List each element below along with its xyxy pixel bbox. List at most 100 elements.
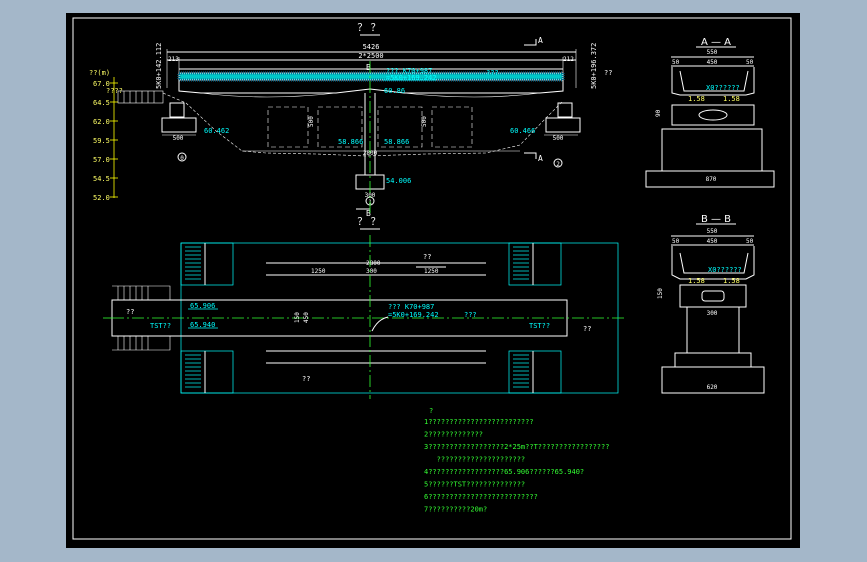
section-bb-slope-label: X0?????? bbox=[708, 266, 742, 274]
note-line: 6?????????????????????????? bbox=[424, 493, 538, 501]
scale-tick-label: 54.5 bbox=[93, 175, 110, 183]
right-pier-elev: 58.866 bbox=[384, 138, 409, 146]
section-aa-left-slope: 1.58 bbox=[688, 95, 705, 103]
section-a-top-marker: A bbox=[538, 36, 543, 45]
section-bb-right-edge: 50 bbox=[746, 238, 754, 245]
elevation-left-station: 5K0+142.112 bbox=[155, 43, 163, 89]
section-aa-base: 870 bbox=[706, 176, 717, 183]
scale-tick-label: 52.0 bbox=[93, 194, 110, 202]
section-bb: B — B 550 450 50 50 X0?????? 1.58 1.58 1… bbox=[657, 214, 765, 394]
general-notes: ? 1????????????????????????? 2???????????… bbox=[424, 407, 609, 514]
plan-elev-left-top: 65.906 bbox=[190, 302, 215, 310]
elevation-right-end: 212 bbox=[563, 56, 574, 63]
scale-tick-label: 62.0 bbox=[93, 118, 110, 126]
elevation-scale-label: ??(m) bbox=[89, 69, 110, 77]
right-abutment-label: 2 bbox=[556, 161, 560, 168]
bridge-drawing: ？ ？ 5426 2*2500 213 212 5K0+142.112 5K0+… bbox=[72, 17, 792, 540]
section-b-top-marker: B bbox=[366, 63, 371, 72]
elevation-road-station: =5K0+169.242 bbox=[386, 74, 437, 82]
scale-tick-label: 57.0 bbox=[93, 156, 110, 164]
left-pier-elev: 58.866 bbox=[338, 138, 363, 146]
section-bb-left-edge: 50 bbox=[672, 238, 680, 245]
left-footing-dim: 500 bbox=[173, 135, 184, 142]
left-pier-height: 500 bbox=[308, 116, 315, 127]
section-bb-inner: 450 bbox=[707, 238, 718, 245]
center-footing-dim: 300 bbox=[365, 192, 376, 199]
plan-dim-v2: 450 bbox=[303, 312, 310, 323]
right-abutment-footing bbox=[545, 117, 581, 133]
elevation-span-text: 2*2500 bbox=[358, 52, 383, 60]
elevation-view: ？ ？ 5426 2*2500 213 212 5K0+142.112 5K0+… bbox=[89, 23, 612, 218]
section-aa-right-edge: 50 bbox=[746, 59, 754, 66]
section-a-bottom-marker: A bbox=[538, 154, 543, 163]
plan-left-label: ?? bbox=[126, 308, 134, 316]
section-aa-right-slope: 1.58 bbox=[723, 95, 740, 103]
section-aa-left-edge: 50 bbox=[672, 59, 680, 66]
plan-road-note: ??? bbox=[464, 311, 477, 319]
elevation-total-length: 5426 bbox=[363, 43, 380, 51]
note-line: 5??????TST?????????????? bbox=[424, 481, 525, 489]
center-width-dim: 2800 bbox=[363, 150, 378, 157]
section-bb-column: 300 bbox=[707, 310, 718, 317]
elevation-left-marker: ???? bbox=[106, 87, 123, 95]
elevation-right-station: 5K0+196.372 bbox=[590, 43, 598, 89]
note-line: 4??????????????????65.906??????65.940? bbox=[424, 468, 584, 476]
left-bank-hatch bbox=[123, 91, 155, 103]
scale-tick-label: 64.5 bbox=[93, 99, 110, 107]
elevation-left-end: 213 bbox=[168, 56, 179, 63]
plan-tst-right: TST?? bbox=[529, 322, 550, 330]
drawing-frame bbox=[72, 17, 792, 540]
left-abutment-elev: 60.462 bbox=[204, 127, 229, 135]
plan-center-width: 2800 bbox=[366, 260, 381, 267]
plan-left-bank-hatch bbox=[117, 286, 149, 350]
center-found-elev: 54.006 bbox=[386, 177, 411, 185]
section-aa-slope-label: X0?????? bbox=[706, 84, 740, 92]
notes-heading: ? bbox=[429, 407, 433, 415]
plan-dim-v1: 150 bbox=[294, 312, 301, 323]
section-bb-total: 550 bbox=[707, 228, 718, 235]
section-aa-title: A — A bbox=[701, 37, 731, 48]
section-bb-title: B — B bbox=[701, 214, 731, 225]
right-abutment-elev: 60.466 bbox=[510, 127, 535, 135]
plan-road-station: =5K0+169.242 bbox=[388, 311, 439, 319]
section-aa: A — A 550 450 50 50 X0?????? 1.58 1.58 9… bbox=[645, 37, 775, 188]
left-abutment-footing bbox=[161, 117, 197, 133]
plan-hatch-block bbox=[180, 350, 234, 394]
plan-question-top: ?? bbox=[423, 253, 431, 261]
section-aa-height: 90 bbox=[655, 109, 662, 117]
section-bb-height: 150 bbox=[657, 288, 664, 299]
plan-right-width: 1250 bbox=[424, 268, 439, 275]
plan-view: ？ ？ 1250 2800 300 1250 ?? 65.906 65.940 bbox=[103, 217, 626, 399]
plan-hatch-block bbox=[180, 242, 234, 286]
plan-left-width: 1250 bbox=[311, 268, 326, 275]
left-abutment-label: 0 bbox=[180, 155, 184, 162]
plan-road-label: ??? K70+987 bbox=[388, 303, 434, 311]
elevation-road-label: ??? K70+987 bbox=[386, 67, 432, 75]
section-bb-base: 620 bbox=[707, 384, 718, 391]
note-line: 7??????????20m? bbox=[424, 506, 487, 514]
right-pier-height: 500 bbox=[421, 116, 428, 127]
elevation-deck-sub: 60.86 bbox=[384, 87, 405, 95]
plan-hatch-block bbox=[508, 350, 562, 394]
scale-tick-label: 67.0 bbox=[93, 80, 110, 88]
section-b-bottom-marker: B bbox=[366, 209, 371, 218]
plan-hatch-block bbox=[508, 242, 562, 286]
right-footing-dim: 500 bbox=[553, 135, 564, 142]
plan-center-sub: 300 bbox=[366, 268, 377, 275]
note-line: 3??????????????????2*25m??T?????????????… bbox=[424, 443, 609, 451]
elevation-deck-note: ??? bbox=[486, 69, 499, 77]
note-line: 2????????????? bbox=[424, 431, 483, 439]
elevation-title: ？ ？ bbox=[357, 23, 380, 34]
note-line: ????????????????????? bbox=[424, 456, 525, 464]
scale-tick-label: 59.5 bbox=[93, 137, 110, 145]
section-bb-right-slope: 1.58 bbox=[723, 277, 740, 285]
plan-right-label: ?? bbox=[583, 325, 591, 333]
plan-elev-left-bot: 65.940 bbox=[190, 321, 215, 329]
section-aa-total: 550 bbox=[707, 49, 718, 56]
plan-title: ？ ？ bbox=[357, 217, 380, 228]
drawing-sheet[interactable]: ？ ？ 5426 2*2500 213 212 5K0+142.112 5K0+… bbox=[66, 13, 800, 548]
plan-question-bottom: ?? bbox=[302, 375, 310, 383]
note-line: 1????????????????????????? bbox=[424, 418, 534, 426]
plan-tst-left: TST?? bbox=[150, 322, 171, 330]
